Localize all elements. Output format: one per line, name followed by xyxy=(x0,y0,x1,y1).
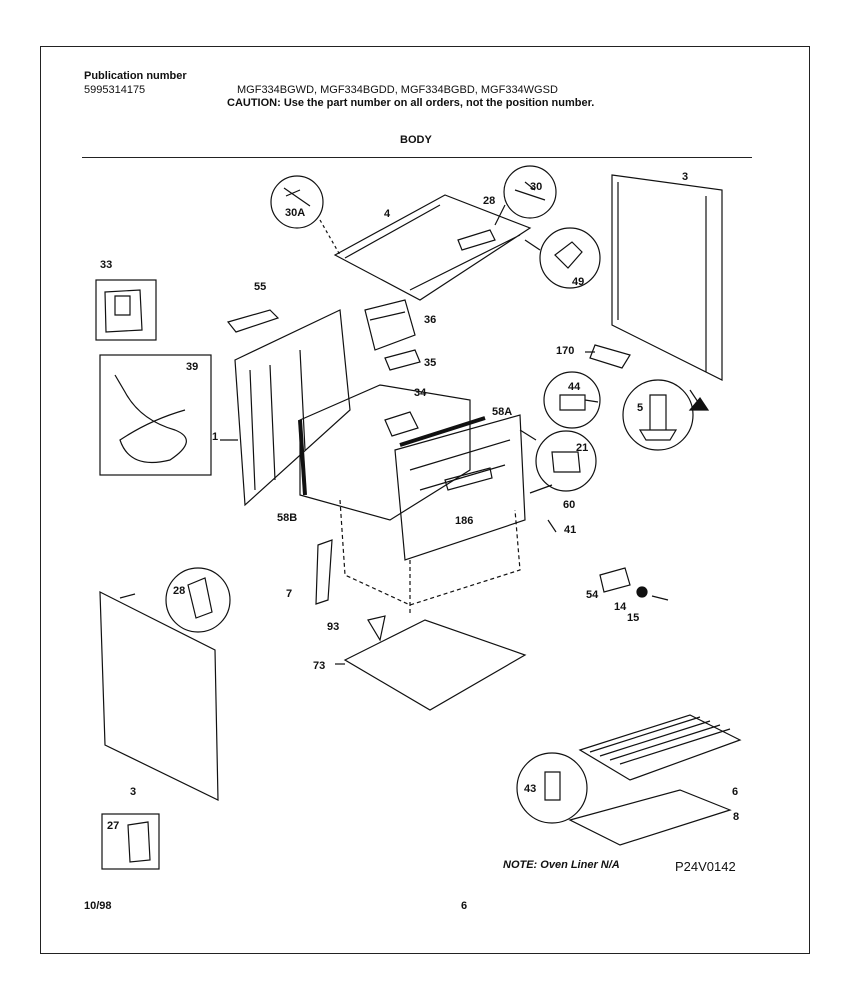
callout-1: 1 xyxy=(212,431,218,443)
detail-box-33 xyxy=(95,279,157,341)
section-title: BODY xyxy=(400,134,432,146)
callout-21: 21 xyxy=(576,442,588,454)
caution-note: CAUTION: Use the part number on all orde… xyxy=(227,97,595,109)
model-numbers: MGF334BGWD, MGF334BGDD, MGF334BGBD, MGF3… xyxy=(237,84,558,96)
callout-35: 35 xyxy=(424,357,436,369)
publication-number: 5995314175 xyxy=(84,84,146,96)
callout-39: 39 xyxy=(186,361,198,373)
insulation-58b xyxy=(298,419,307,496)
part-7-hinge xyxy=(315,539,333,605)
detail-circle-43 xyxy=(516,752,588,824)
part-44-knob xyxy=(559,394,599,411)
callout-30: 30 xyxy=(530,181,542,193)
callout-49: 49 xyxy=(572,276,584,288)
publication-date: 10/98 xyxy=(84,900,112,912)
oven-front-frame xyxy=(394,414,526,561)
page-number: 6 xyxy=(461,900,468,912)
callout-73: 73 xyxy=(313,660,325,672)
callout-41: 41 xyxy=(564,524,576,536)
part-27-bracket xyxy=(127,821,151,863)
detail-circle-44 xyxy=(543,371,601,429)
callout-5: 5 xyxy=(637,402,643,414)
lower-frame xyxy=(339,499,521,606)
callout-93: 93 xyxy=(327,621,339,633)
callout-170: 170 xyxy=(556,345,574,357)
callout-7: 7 xyxy=(286,588,292,600)
callout-30a: 30A xyxy=(285,207,305,219)
part-60-screw xyxy=(529,484,553,494)
side-panel-right xyxy=(611,174,723,381)
part-39-wire xyxy=(114,374,187,464)
callout-33: 33 xyxy=(100,259,112,271)
callout-6: 6 xyxy=(732,786,738,798)
part-54-bushing xyxy=(599,567,631,593)
callout-3a: 3 xyxy=(682,171,688,183)
part-21-block xyxy=(551,451,581,473)
callout-60: 60 xyxy=(563,499,575,511)
callout-34: 34 xyxy=(414,387,427,399)
diagram-code: P24V0142 xyxy=(675,859,736,874)
callout-27: 27 xyxy=(107,820,119,832)
callout-54: 54 xyxy=(586,589,599,601)
part-30a-screw xyxy=(283,187,311,207)
callout-58b: 58B xyxy=(277,512,297,524)
callout-36: 36 xyxy=(424,314,436,326)
page-border xyxy=(40,46,810,954)
callout-3b: 3 xyxy=(130,786,136,798)
callout-4: 4 xyxy=(384,208,391,220)
side-panel-left xyxy=(99,591,219,801)
oven-rack xyxy=(578,714,742,781)
part-34-clip xyxy=(384,411,419,437)
insulation-58a xyxy=(399,416,486,447)
part-43-screw xyxy=(544,771,561,801)
part-41-clip xyxy=(547,519,557,533)
broil-pan xyxy=(568,789,732,846)
leveler-foot xyxy=(688,396,710,411)
callout-28a: 28 xyxy=(483,195,495,207)
detail-circle-30 xyxy=(503,165,557,219)
part-28-latch xyxy=(187,577,213,619)
detail-circle-5 xyxy=(622,379,694,451)
callout-55: 55 xyxy=(254,281,266,293)
part-14-washer xyxy=(636,586,648,598)
detail-circle-21 xyxy=(535,430,597,492)
back-panel xyxy=(234,309,351,507)
part-170-bracket xyxy=(589,344,631,369)
part-35-plate xyxy=(384,349,421,371)
detail-circle-49 xyxy=(539,227,601,289)
part-28-bracket xyxy=(457,229,496,251)
callout-8: 8 xyxy=(733,811,739,823)
detail-circle-30a xyxy=(270,175,324,229)
callout-186: 186 xyxy=(455,515,473,527)
note-oven-liner: NOTE: Oven Liner N/A xyxy=(503,859,620,871)
part-30-screw xyxy=(514,181,546,201)
part-93-bracket xyxy=(367,615,386,642)
oven-cavity xyxy=(299,384,471,521)
callout-15: 15 xyxy=(627,612,639,624)
detail-box-27 xyxy=(101,813,160,870)
callout-43: 43 xyxy=(524,783,536,795)
top-panel xyxy=(333,194,532,301)
header-divider xyxy=(82,157,752,158)
callout-44: 44 xyxy=(568,381,581,393)
callout-14: 14 xyxy=(614,601,627,613)
detail-box-39 xyxy=(99,354,212,476)
part-15-pin xyxy=(651,595,669,601)
part-33-junction xyxy=(104,289,143,333)
part-55-strip xyxy=(226,309,280,333)
detail-circle-28 xyxy=(165,567,231,633)
bottom-pan xyxy=(343,619,527,711)
part-49-clip xyxy=(554,241,583,269)
part-5-leveler xyxy=(638,394,678,441)
publication-label: Publication number xyxy=(84,70,187,82)
callout-28b: 28 xyxy=(173,585,185,597)
part-36-duct xyxy=(364,299,416,351)
part-186-element xyxy=(444,467,493,491)
callout-58a: 58A xyxy=(492,406,512,418)
